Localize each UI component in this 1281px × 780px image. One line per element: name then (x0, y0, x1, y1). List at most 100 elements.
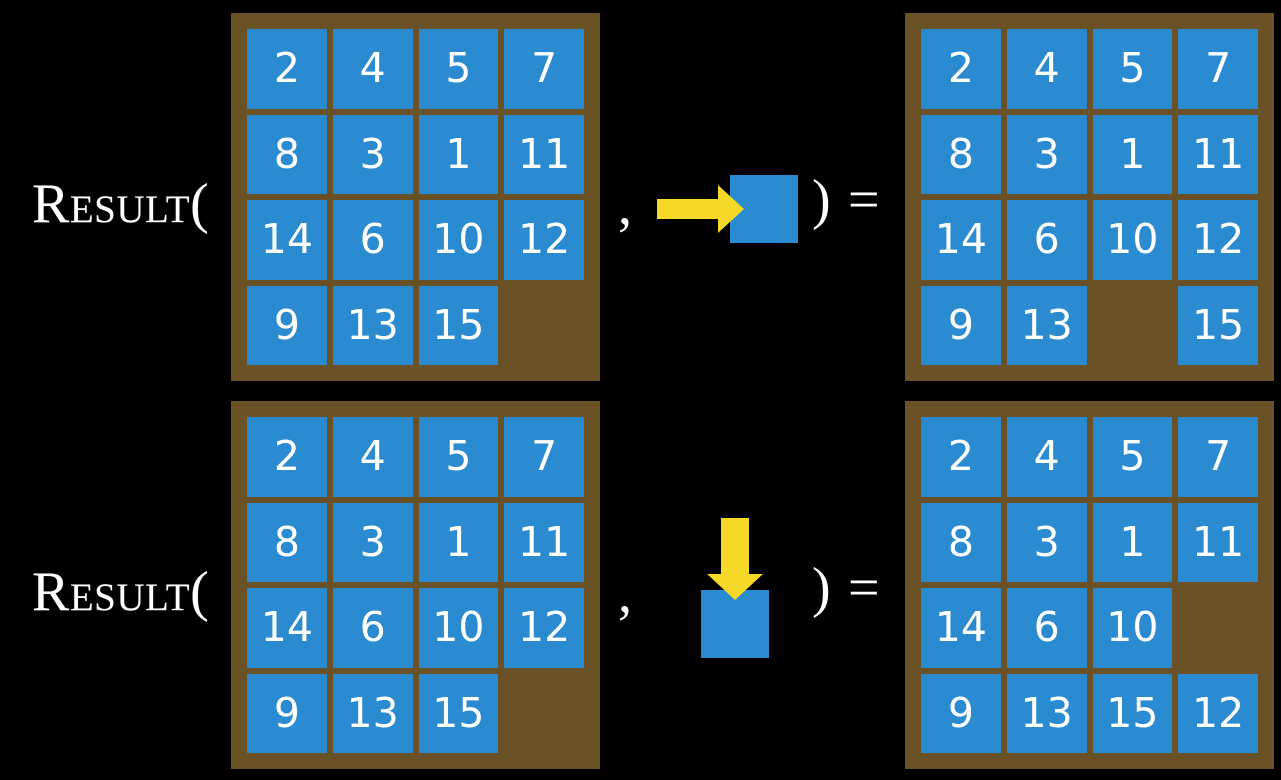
tile-15[interactable]: 15 (418, 285, 499, 365)
tile-14[interactable]: 14 (921, 200, 1001, 280)
tile-11[interactable]: 11 (504, 114, 584, 194)
tile-label: 1 (1119, 517, 1146, 566)
tile-4[interactable]: 4 (332, 29, 413, 109)
tile-label: 13 (1020, 688, 1073, 737)
tile-6[interactable]: 6 (1006, 588, 1087, 668)
tile-8[interactable]: 8 (921, 502, 1001, 582)
arrow-down-icon (701, 518, 769, 658)
move-right-action[interactable] (652, 173, 802, 245)
tile-13[interactable]: 13 (1006, 285, 1087, 365)
equals-row1: = (848, 169, 880, 231)
tile-label: 15 (1192, 300, 1245, 349)
tile-7[interactable]: 7 (504, 417, 584, 497)
tile-label: 11 (518, 129, 571, 178)
tile-3[interactable]: 3 (1006, 114, 1087, 194)
tile-12[interactable]: 12 (1178, 673, 1258, 753)
tile-label: 4 (1033, 432, 1060, 481)
tile-label: 13 (1020, 300, 1073, 349)
tile-label: 5 (1119, 432, 1146, 481)
tile-9[interactable]: 9 (921, 285, 1001, 365)
tile-label: 14 (934, 215, 987, 264)
tile-label: 8 (947, 129, 974, 178)
tile-14[interactable]: 14 (921, 588, 1001, 668)
tile-12[interactable]: 12 (504, 588, 584, 668)
tile-label: 7 (1205, 432, 1232, 481)
tile-label: 11 (518, 517, 571, 566)
tile-label: 12 (518, 603, 571, 652)
tile-label: 2 (947, 44, 974, 93)
tile-8[interactable]: 8 (921, 114, 1001, 194)
tile-3[interactable]: 3 (1006, 502, 1087, 582)
result-label-row1: Result( (32, 173, 210, 235)
tile-2[interactable]: 2 (247, 417, 327, 497)
tile-label: 9 (273, 300, 300, 349)
tile-6[interactable]: 6 (332, 200, 413, 280)
close-paren-row1: ) (812, 169, 831, 231)
tile-11[interactable]: 11 (1178, 114, 1258, 194)
tile-1[interactable]: 1 (418, 502, 499, 582)
tile-6[interactable]: 6 (1006, 200, 1087, 280)
tile-10[interactable]: 10 (418, 588, 499, 668)
tile-label: 4 (359, 44, 386, 93)
tile-label: 1 (445, 129, 472, 178)
tile-5[interactable]: 5 (1092, 29, 1173, 109)
tile-10[interactable]: 10 (418, 200, 499, 280)
equals-row2: = (848, 557, 880, 619)
tile-label: 10 (1106, 215, 1159, 264)
tile-15[interactable]: 15 (418, 673, 499, 753)
tile-13[interactable]: 13 (332, 673, 413, 753)
tile-label: 3 (359, 129, 386, 178)
tile-8[interactable]: 8 (247, 502, 327, 582)
tile-1[interactable]: 1 (418, 114, 499, 194)
tile-1[interactable]: 1 (1092, 114, 1173, 194)
tile-label: 10 (1106, 603, 1159, 652)
tile-11[interactable]: 11 (1178, 502, 1258, 582)
tile-label: 9 (947, 688, 974, 737)
tile-9[interactable]: 9 (247, 673, 327, 753)
tile-label: 2 (947, 432, 974, 481)
tile-label: 15 (432, 300, 485, 349)
tile-4[interactable]: 4 (332, 417, 413, 497)
tile-5[interactable]: 5 (418, 417, 499, 497)
tile-5[interactable]: 5 (1092, 417, 1173, 497)
tile-9[interactable]: 9 (921, 673, 1001, 753)
tile-7[interactable]: 7 (1178, 29, 1258, 109)
tile-label: 12 (518, 215, 571, 264)
tile-2[interactable]: 2 (921, 29, 1001, 109)
tile-13[interactable]: 13 (1006, 673, 1087, 753)
tile-label: 4 (1033, 44, 1060, 93)
tile-15[interactable]: 15 (1092, 673, 1173, 753)
tile-label: 6 (1033, 603, 1060, 652)
tile-15[interactable]: 15 (1178, 285, 1258, 365)
tile-label: 3 (1033, 517, 1060, 566)
tile-label: 2 (273, 432, 300, 481)
tile-8[interactable]: 8 (247, 114, 327, 194)
tile-label: 15 (432, 688, 485, 737)
tile-4[interactable]: 4 (1006, 417, 1087, 497)
tile-2[interactable]: 2 (247, 29, 327, 109)
tile-14[interactable]: 14 (247, 200, 327, 280)
tile-5[interactable]: 5 (418, 29, 499, 109)
tile-10[interactable]: 10 (1092, 200, 1173, 280)
tile-label: 15 (1106, 688, 1159, 737)
tile-7[interactable]: 7 (504, 29, 584, 109)
tile-3[interactable]: 3 (332, 502, 413, 582)
blank-tile-icon (701, 590, 769, 658)
tile-7[interactable]: 7 (1178, 417, 1258, 497)
tile-3[interactable]: 3 (332, 114, 413, 194)
tile-13[interactable]: 13 (332, 285, 413, 365)
tile-10[interactable]: 10 (1092, 588, 1173, 668)
tile-2[interactable]: 2 (921, 417, 1001, 497)
tile-label: 12 (1192, 215, 1245, 264)
tile-14[interactable]: 14 (247, 588, 327, 668)
tile-6[interactable]: 6 (332, 588, 413, 668)
tile-11[interactable]: 11 (504, 502, 584, 582)
tile-9[interactable]: 9 (247, 285, 327, 365)
tile-4[interactable]: 4 (1006, 29, 1087, 109)
move-down-action[interactable] (690, 512, 782, 664)
tile-1[interactable]: 1 (1092, 502, 1173, 582)
tile-12[interactable]: 12 (504, 200, 584, 280)
tile-12[interactable]: 12 (1178, 200, 1258, 280)
